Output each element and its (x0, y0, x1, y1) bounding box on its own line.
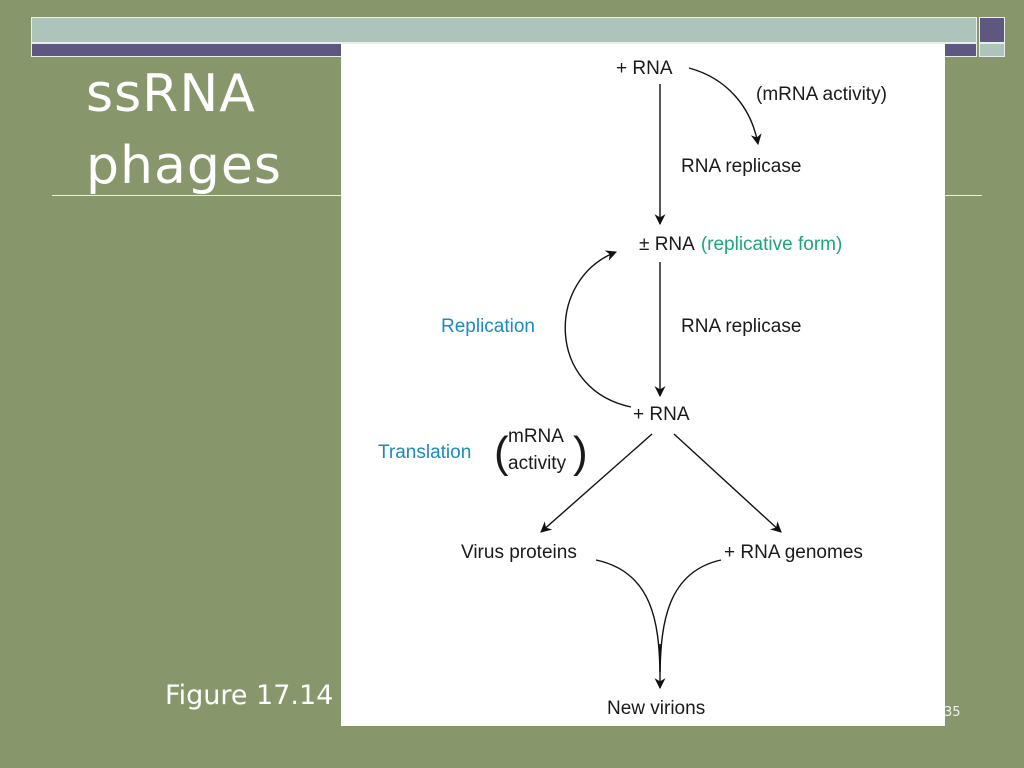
figure-caption: Figure 17.14 (165, 680, 334, 711)
new-virions-label: New virions (607, 698, 705, 719)
virus-proteins-label: Virus proteins (461, 542, 577, 563)
diagonal-arrow-right (673, 433, 782, 533)
figure-panel: + RNA (mRNA activity) RNA replicase ± RN… (341, 44, 945, 726)
paren-right: ) (573, 428, 588, 477)
mrna-activity-arrow (688, 67, 762, 146)
pm-rna-text: ± RNA (639, 234, 695, 255)
translation-label: Translation (378, 442, 471, 463)
replication-label: Replication (441, 316, 535, 337)
corner-square-dark (979, 17, 1005, 43)
slide-title-line-1: ssRNA (86, 64, 256, 124)
paren-left: ( (494, 428, 509, 477)
rna-replicase-2-label: RNA replicase (681, 316, 801, 337)
converge-curve-left (595, 559, 661, 673)
rna-phage-diagram: + RNA (mRNA activity) RNA replicase ± RN… (378, 58, 887, 719)
mrna-word-label: mRNA (508, 426, 564, 447)
plus-rna-mid-label: + RNA (633, 404, 690, 425)
corner-square-light (979, 43, 1005, 57)
converge-curve-right (659, 559, 722, 673)
pm-rna-label: ± RNA (replicative form) (639, 234, 842, 255)
slide-number: 35 (944, 705, 961, 720)
mrna-activity-top-label: (mRNA activity) (756, 84, 887, 105)
slide-title-line-2: phages (86, 136, 282, 196)
replicative-form-text: (replicative form) (701, 234, 842, 255)
rna-replicase-1-label: RNA replicase (681, 156, 801, 177)
replication-loop-arrow (564, 250, 632, 408)
rna-genomes-label: + RNA genomes (724, 542, 863, 563)
activity-word-label: activity (508, 453, 567, 474)
header-bar-light (31, 17, 977, 43)
diagonal-arrow-left (540, 433, 653, 533)
plus-rna-top-label: + RNA (616, 58, 673, 79)
slide-title: ssRNA phages (86, 58, 336, 202)
